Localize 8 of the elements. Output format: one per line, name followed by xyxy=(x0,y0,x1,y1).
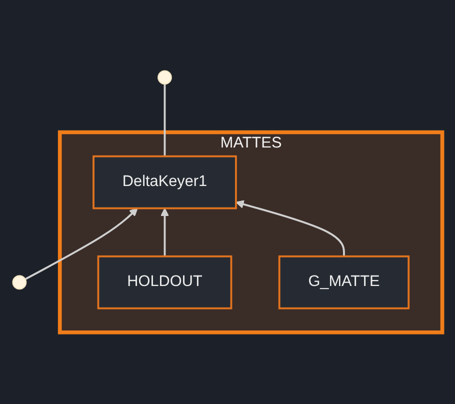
node-box xyxy=(97,256,232,310)
arrow xyxy=(24,208,138,280)
arrow xyxy=(236,200,345,257)
node-box xyxy=(278,256,410,310)
node-box xyxy=(92,156,237,210)
arrow xyxy=(160,208,169,257)
connector xyxy=(164,84,166,157)
cluster xyxy=(58,130,444,335)
